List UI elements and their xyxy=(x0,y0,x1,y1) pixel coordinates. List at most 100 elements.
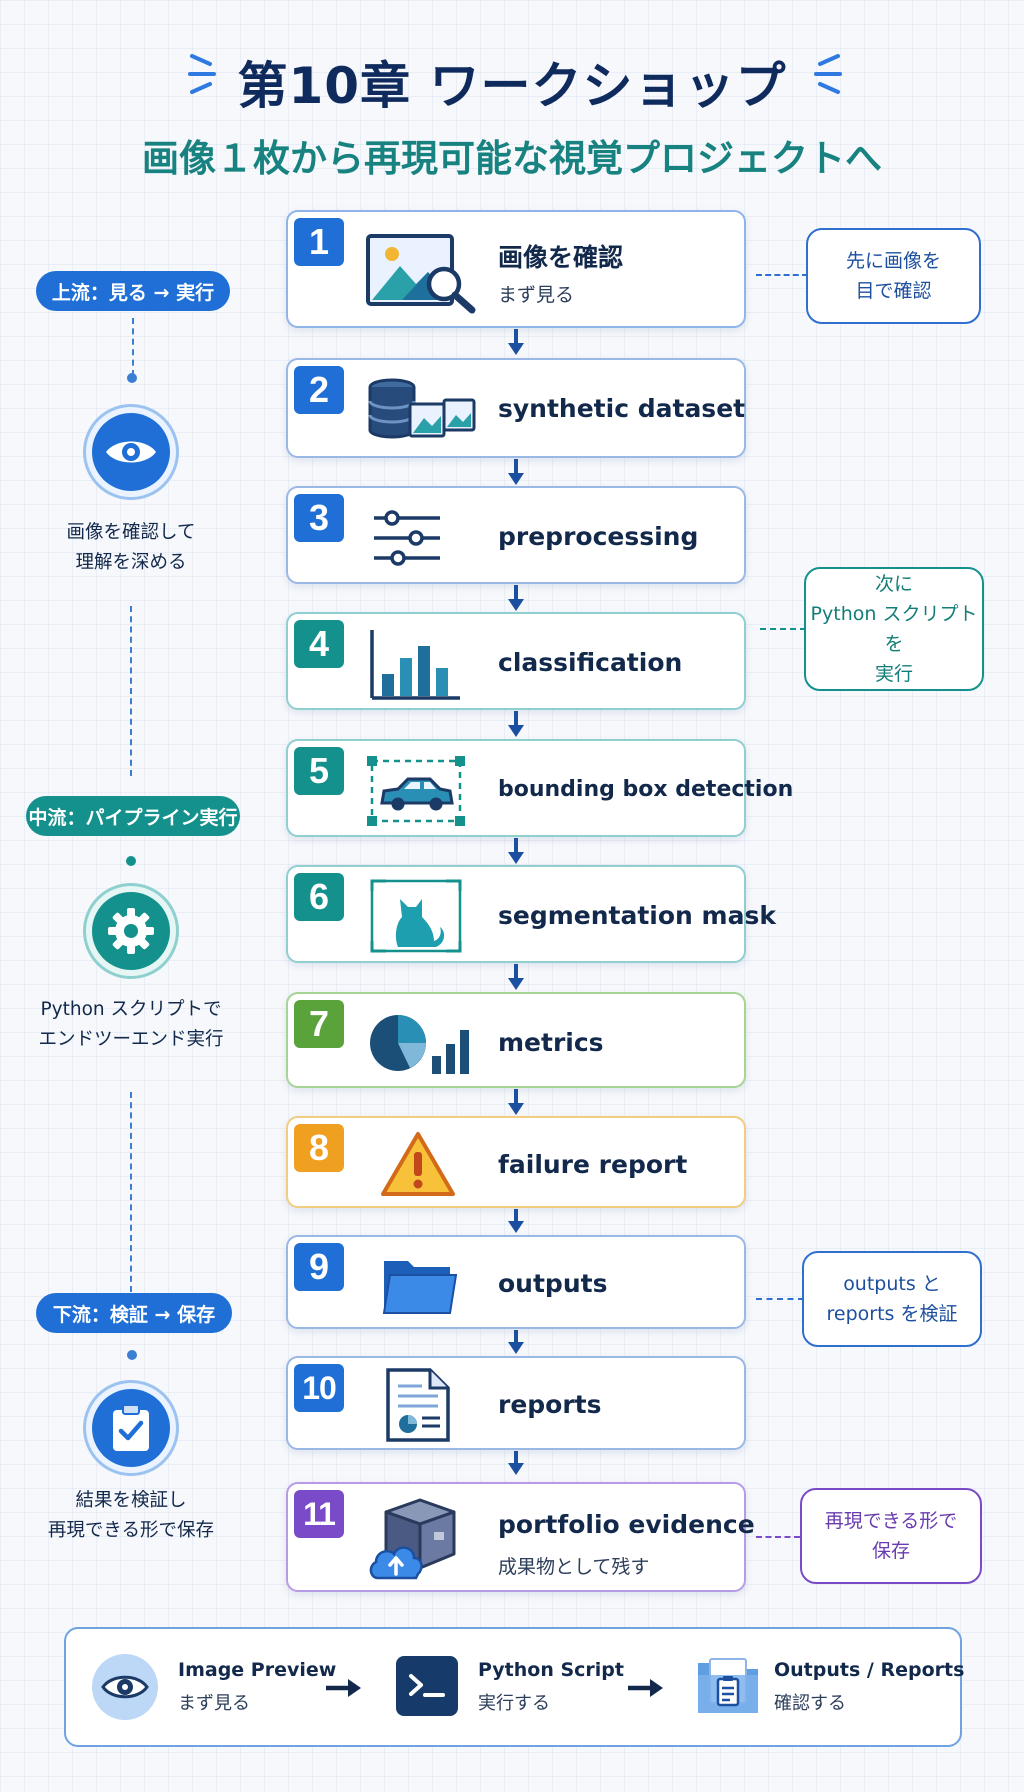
note-line: 次に xyxy=(874,573,913,595)
step-number: 11 xyxy=(294,1490,344,1538)
step-label: outputs xyxy=(498,1269,608,1298)
phase-midstream-pill: 中流：パイプライン実行 xyxy=(26,796,240,836)
step-label: preprocessing xyxy=(498,522,699,551)
step-label: 画像を確認 xyxy=(498,243,624,272)
folder-icon xyxy=(382,1261,458,1314)
note-connector xyxy=(756,274,808,276)
phase-downstream-text: 結果を検証し 再現できる形で保存 xyxy=(20,1486,242,1546)
left-burst-decoration xyxy=(188,54,216,94)
bottom-legend: Image Preview まず見る Python Script 実行する Ou… xyxy=(64,1627,965,1747)
phase-connector xyxy=(130,1092,132,1292)
step-10-card: 10 reports xyxy=(286,1356,746,1450)
note-check-image: 先に画像を 目で確認 xyxy=(806,228,981,324)
note-connector xyxy=(756,1536,800,1538)
step-sublabel: まず見る xyxy=(498,284,575,306)
step-number: 5 xyxy=(294,747,344,795)
step-number: 9 xyxy=(294,1243,344,1291)
phase-downstream-badge xyxy=(83,1380,179,1476)
step-label: failure report xyxy=(498,1150,688,1179)
phase-upstream-text: 画像を確認して 理解を深める xyxy=(20,518,242,578)
flow-arrow xyxy=(508,329,524,355)
step-11-card: 11 portfolio evidence 成果物として残す xyxy=(286,1482,755,1592)
phase-line: 再現できる形で保存 xyxy=(47,1520,215,1541)
phase-dot xyxy=(126,856,136,866)
legend-outputs-reports xyxy=(696,1655,760,1721)
step-5-card: 5 bounding box detection xyxy=(286,739,793,837)
step-8-card: 8 failure report xyxy=(286,1116,746,1208)
step-label: metrics xyxy=(498,1028,604,1057)
clipboard-check-icon xyxy=(113,1404,149,1451)
image-search-icon xyxy=(366,234,476,314)
folder-report-icon xyxy=(698,1658,758,1713)
flow-arrow xyxy=(508,585,524,611)
note-verify-outputs: outputs と reports を検証 xyxy=(802,1251,982,1347)
phase-dot xyxy=(127,1350,137,1360)
legend-sub: 確認する xyxy=(774,1693,846,1714)
step-label: synthetic dataset xyxy=(498,394,746,423)
note-line: reports を検証 xyxy=(826,1303,958,1325)
report-doc-icon xyxy=(386,1368,450,1442)
note-line: 先に画像を xyxy=(845,250,941,272)
step-number: 4 xyxy=(294,620,344,668)
phase-connector xyxy=(130,606,132,776)
step-7-card: 7 metrics xyxy=(286,992,746,1088)
box-cloud-icon xyxy=(369,1498,456,1580)
phase-line: エンドツーエンド実行 xyxy=(38,1029,224,1050)
phase-connector xyxy=(132,318,134,376)
note-line: 実行 xyxy=(874,663,913,685)
step-number: 8 xyxy=(294,1124,344,1172)
flow-arrow xyxy=(508,1330,524,1354)
bar-chart-icon xyxy=(370,630,460,700)
page-title: 第10章 ワークショップ xyxy=(237,57,787,115)
step-label: portfolio evidence xyxy=(498,1510,755,1539)
eye-icon xyxy=(106,441,156,463)
phase-upstream-pill: 上流：見る → 実行 xyxy=(36,271,230,311)
phase-midstream-text: Python スクリプトで エンドツーエンド実行 xyxy=(20,995,242,1055)
step-label: bounding box detection xyxy=(498,777,794,802)
flow-arrow xyxy=(508,1451,524,1475)
note-line: 目で確認 xyxy=(855,280,932,302)
phase-upstream-badge xyxy=(83,404,179,500)
note-run-script: 次に Python スクリプトを 実行 xyxy=(804,567,984,691)
flow-arrow xyxy=(508,459,524,485)
sliders-icon xyxy=(374,510,440,566)
phase-dot xyxy=(127,373,137,383)
step-2-card: 2 synthetic dataset xyxy=(286,358,746,458)
note-connector xyxy=(760,628,806,630)
pie-bar-icon xyxy=(370,1015,469,1074)
note-line: Python スクリプトを xyxy=(810,603,978,655)
note-line: 再現できる形で xyxy=(824,1510,958,1532)
flow-arrow xyxy=(508,1209,524,1233)
terminal-icon xyxy=(409,1674,445,1697)
legend-sub: 実行する xyxy=(478,1693,550,1714)
step-number: 1 xyxy=(294,218,344,266)
step-number: 6 xyxy=(294,873,344,921)
legend-title: Outputs / Reports xyxy=(774,1659,965,1681)
step-number: 7 xyxy=(294,1000,344,1048)
flow-arrow xyxy=(508,1089,524,1115)
step-sublabel: 成果物として残す xyxy=(498,1556,650,1578)
step-label: classification xyxy=(498,648,683,677)
note-line: 保存 xyxy=(871,1540,910,1562)
phase-downstream-pill: 下流：検証 → 保存 xyxy=(36,1293,232,1333)
phase-midstream-badge xyxy=(83,883,179,979)
step-number: 10 xyxy=(294,1364,344,1412)
legend-arrow xyxy=(326,1679,361,1697)
database-images-icon xyxy=(368,378,476,439)
eye-icon xyxy=(101,1675,149,1699)
flow-arrow xyxy=(508,964,524,990)
legend-sub: まず見る xyxy=(178,1693,250,1714)
legend-title: Python Script xyxy=(478,1659,624,1681)
note-save-reproducible: 再現できる形で 保存 xyxy=(800,1488,982,1584)
legend-arrow xyxy=(628,1679,663,1697)
right-burst-decoration xyxy=(814,54,842,94)
step-6-card: 6 segmentation mask xyxy=(286,865,776,963)
flow-arrow xyxy=(508,838,524,864)
step-4-card: 4 classification xyxy=(286,612,746,710)
step-number: 3 xyxy=(294,494,344,542)
warning-icon xyxy=(381,1132,455,1196)
page-subtitle: 画像１枚から再現可能な視覚プロジェクトへ xyxy=(142,137,882,180)
step-label: segmentation mask xyxy=(498,901,776,930)
phase-line: 結果を検証し xyxy=(75,1490,187,1511)
car-bbox-icon xyxy=(367,756,465,826)
